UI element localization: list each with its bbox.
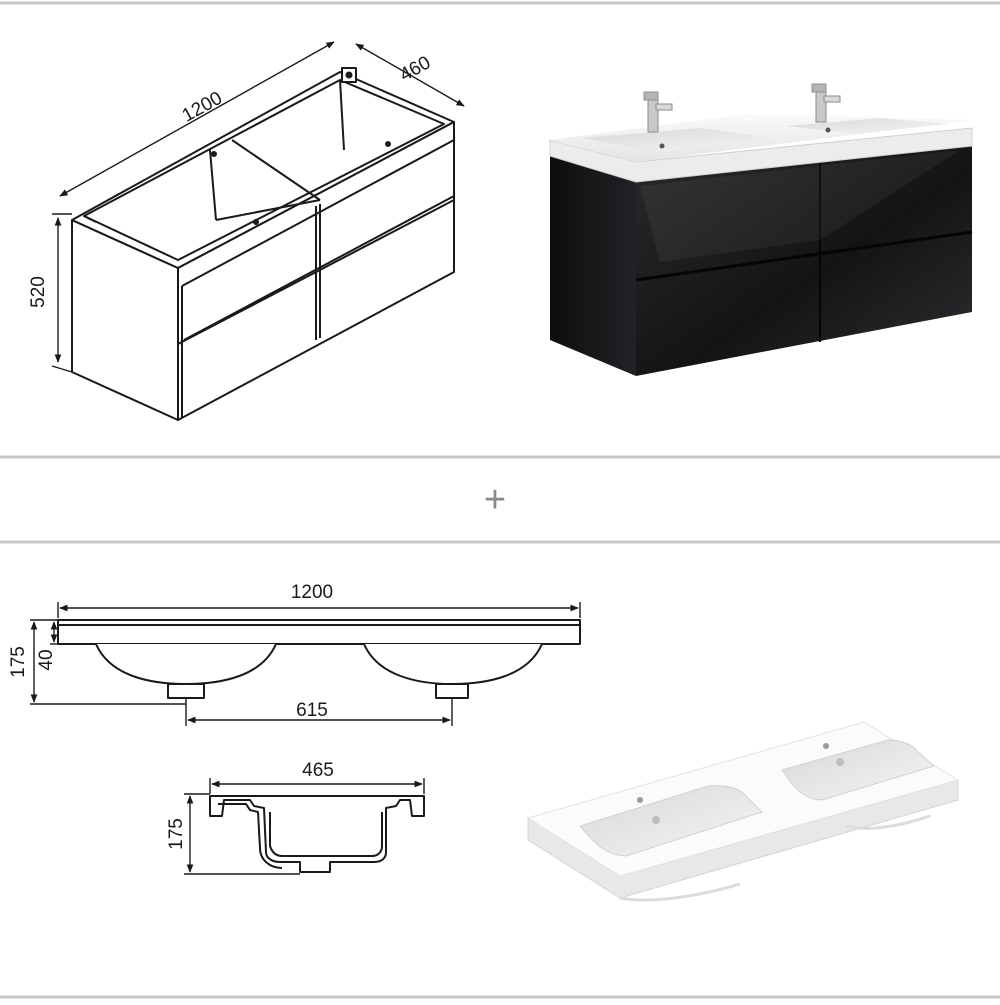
faucet-left bbox=[643, 91, 673, 133]
basin-render-bowl-right bbox=[781, 739, 936, 801]
basin-front-dimensions bbox=[30, 602, 581, 726]
basin-side-height-label: 175 bbox=[166, 818, 187, 850]
basin-rim-label: 40 bbox=[36, 649, 57, 670]
cabinet-render bbox=[549, 83, 973, 376]
cabinet-depth-label: 460 bbox=[396, 52, 434, 86]
cabinet-width-label: 1200 bbox=[179, 88, 226, 127]
basin-side-profile bbox=[209, 795, 425, 873]
basin-front-bowl-left bbox=[95, 643, 277, 685]
basin-front-slab bbox=[57, 619, 581, 645]
basin-side-dimensions bbox=[184, 778, 425, 875]
cabinet-height-label: 520 bbox=[28, 276, 49, 308]
basin-bowl-left bbox=[582, 128, 774, 152]
basin-depth-label: 465 bbox=[302, 760, 334, 781]
basin-spacing-label: 615 bbox=[296, 700, 328, 721]
plus-symbol: + bbox=[484, 479, 506, 521]
cabinet-dimensions bbox=[51, 41, 465, 373]
cabinet-render-side bbox=[550, 156, 636, 376]
basin-front-bowl-right bbox=[363, 643, 543, 685]
basin-front-height-label: 175 bbox=[8, 646, 29, 678]
basin-width-label: 1200 bbox=[291, 582, 333, 603]
basin-render-bowl-left bbox=[579, 785, 763, 857]
cabinet-render-front bbox=[636, 146, 972, 376]
basin-front-elevation bbox=[57, 619, 581, 699]
basin-render bbox=[526, 721, 960, 902]
cabinet-line-drawing bbox=[71, 67, 455, 421]
basin-side-section bbox=[209, 795, 425, 873]
faucet-right bbox=[811, 83, 841, 123]
